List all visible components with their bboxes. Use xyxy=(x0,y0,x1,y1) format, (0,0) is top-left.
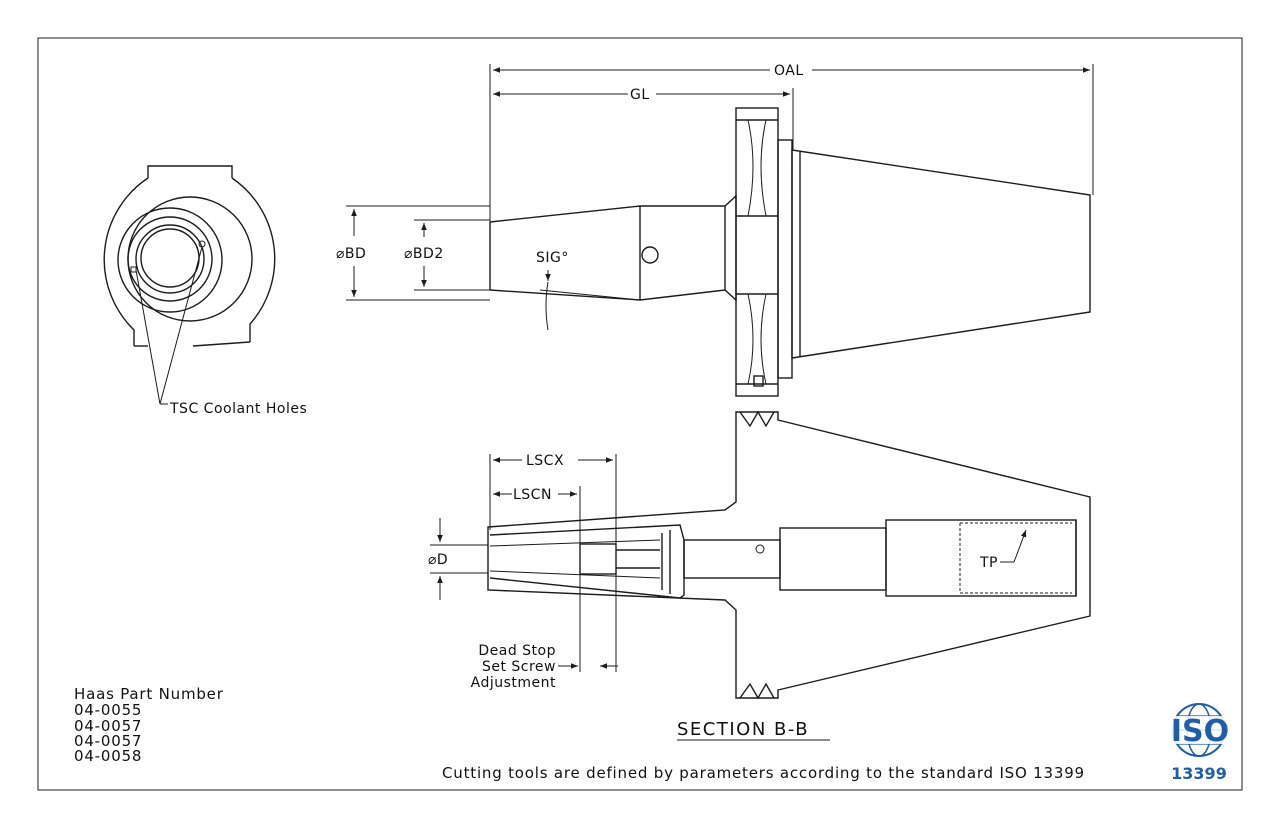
part-number-item: 04-0058 xyxy=(74,747,142,765)
tsc-coolant-holes-label: TSC Coolant Holes xyxy=(169,401,307,417)
section-title: SECTION B-B xyxy=(677,719,809,740)
dead-stop-line-3: Adjustment xyxy=(471,675,556,691)
lscx-label: LSCX xyxy=(526,453,564,469)
sig-label: SIG° xyxy=(536,250,569,266)
side-view: OAL GL ⌀BD ⌀BD2 xyxy=(336,63,1094,397)
part-number-item: 04-0055 xyxy=(74,701,142,719)
part-number-heading: Haas Part Number xyxy=(74,685,224,703)
d-label: ⌀D xyxy=(428,552,448,568)
dead-stop-line-1: Dead Stop xyxy=(478,643,556,659)
end-view: TSC Coolant Holes xyxy=(103,165,307,417)
iso-logo-text: ISO xyxy=(1171,714,1229,749)
bd2-label: ⌀BD2 xyxy=(404,246,444,262)
lscn-label: LSCN xyxy=(513,487,552,503)
tp-label: TP xyxy=(979,555,998,571)
iso-logo-number: 13399 xyxy=(1171,764,1227,783)
bd-label: ⌀BD xyxy=(336,246,366,262)
part-number-list: Haas Part Number 04-0055 04-0057 04-0057… xyxy=(74,685,224,765)
part-number-item: 04-0057 xyxy=(74,717,142,735)
drawing-border xyxy=(37,37,1243,791)
dead-stop-line-2: Set Screw xyxy=(482,659,556,675)
iso-13399-logo: ISO 13399 xyxy=(1168,703,1230,783)
iso-footer-note: Cutting tools are defined by parameters … xyxy=(442,764,1085,782)
oal-label: OAL xyxy=(774,63,804,79)
gl-label: GL xyxy=(630,87,650,103)
part-number-item: 04-0057 xyxy=(74,732,142,750)
section-view: ⌀D LSCX LSCN Dead Stop Set Screw Adjustm… xyxy=(428,410,1091,741)
